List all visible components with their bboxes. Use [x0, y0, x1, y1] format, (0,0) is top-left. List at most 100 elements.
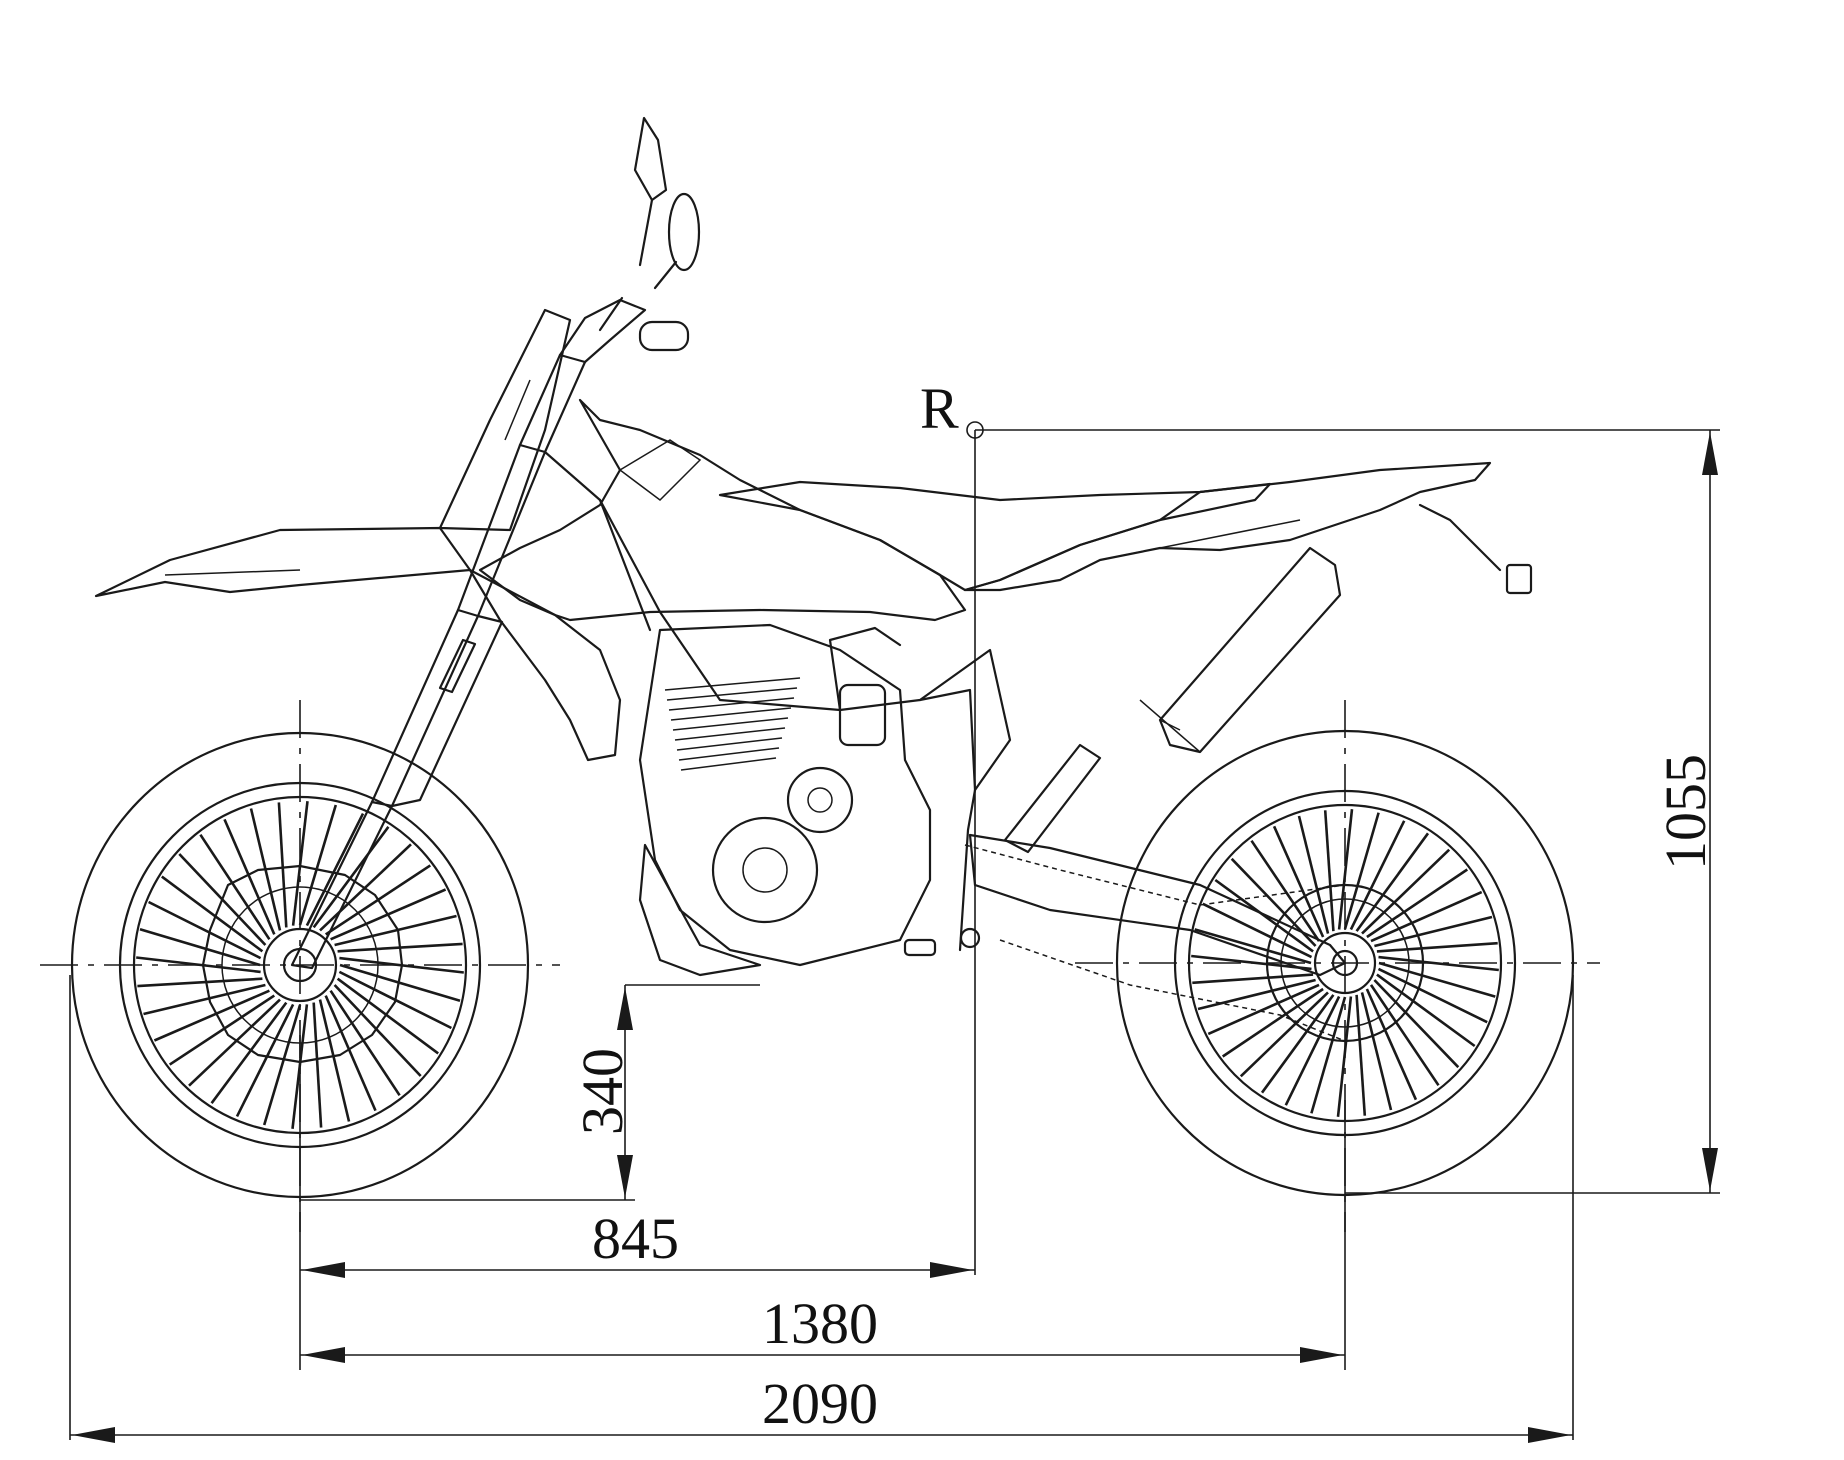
spoke [305, 813, 365, 927]
spoke [210, 1001, 288, 1104]
front-fender [94, 526, 472, 598]
spoke [334, 914, 457, 947]
spoke [1260, 994, 1335, 1094]
cylinder-fin [666, 687, 798, 701]
spoke [1310, 996, 1347, 1114]
spoke [143, 983, 266, 1016]
tail-light [1418, 503, 1533, 595]
reference-point-label: R [920, 376, 959, 441]
spoke [161, 875, 264, 953]
overall-height-value: 1055 [1653, 754, 1718, 870]
spoke [312, 1002, 323, 1128]
seat [718, 480, 1272, 592]
frame [543, 450, 1012, 952]
cylinder-fin [670, 707, 792, 721]
spoke [1369, 984, 1440, 1087]
wheelbase-value: 1380 [762, 1291, 878, 1356]
spoke [324, 995, 377, 1112]
rear-shock [1003, 743, 1102, 854]
wheelbase-dimension: 1380 [300, 1291, 1345, 1363]
spoke [1378, 961, 1496, 998]
cylinder-fin [664, 677, 801, 691]
rear-axle-centerline [1075, 700, 1600, 1232]
overall-length-dimension: 2090 [70, 1371, 1573, 1443]
side-shroud [468, 568, 622, 762]
spoke [168, 994, 276, 1066]
spoke [235, 1003, 295, 1117]
spoke [1355, 994, 1367, 1116]
spoke [262, 1004, 302, 1126]
spoke [1376, 941, 1498, 953]
spoke [148, 900, 262, 960]
rear-fender [963, 461, 1492, 592]
spoke [1202, 902, 1313, 959]
seat-height-dimension: 845 [300, 1206, 975, 1278]
spoke [1370, 890, 1483, 943]
spoke [1378, 955, 1499, 972]
spoke [1250, 839, 1321, 942]
spoke [139, 927, 261, 967]
spoke [1365, 988, 1418, 1101]
cylinder-fins [664, 677, 801, 771]
cylinder-fin [680, 757, 777, 771]
spoke [1323, 810, 1335, 932]
spoke [1337, 809, 1354, 930]
cylinder-fin [674, 727, 786, 741]
spoke [329, 989, 401, 1097]
spoke [277, 802, 288, 928]
skid-plate [638, 843, 762, 977]
seat-height-value: 845 [592, 1206, 679, 1271]
spoke [137, 977, 263, 988]
ground-clearance-value: 340 [570, 1048, 635, 1135]
spoke [1239, 991, 1329, 1078]
spoke [1343, 812, 1380, 930]
spoke [1366, 868, 1469, 939]
spoke [1374, 915, 1493, 948]
spoke [298, 804, 338, 926]
spoke [1221, 987, 1324, 1058]
reference-point: R [920, 376, 1720, 1275]
footpeg [903, 938, 937, 957]
engine [638, 623, 932, 967]
ground-clearance-dimension: 340 [570, 985, 635, 1200]
drive-chain [964, 844, 1346, 1042]
spoke [312, 826, 390, 929]
spoke [188, 998, 281, 1087]
overall-height-dimension: 1055 [1653, 430, 1718, 1193]
overall-length-value: 2090 [762, 1371, 878, 1436]
spoke [1272, 825, 1325, 938]
cylinder-fin [668, 697, 795, 711]
spoke [1192, 973, 1314, 985]
spoke [336, 977, 439, 1055]
swingarm [959, 833, 1347, 977]
fuel-tank [478, 398, 967, 622]
spoke [333, 984, 422, 1077]
spoke [318, 999, 351, 1122]
front-axle-centerline [40, 700, 560, 1232]
cylinder-fin [672, 717, 789, 731]
spoke [1194, 928, 1312, 965]
front-number-plate [438, 308, 572, 532]
mirror [633, 116, 701, 290]
spoke [199, 833, 271, 941]
spoke [1207, 983, 1320, 1036]
spoke [1297, 815, 1330, 934]
spoke [153, 989, 270, 1042]
handlebar [558, 296, 690, 364]
spoke [1197, 978, 1316, 1011]
spoke [1360, 992, 1393, 1111]
spoke [1349, 820, 1406, 931]
spoke [339, 963, 461, 1003]
spoke [1361, 848, 1451, 935]
spoke [1376, 973, 1476, 1048]
front-fork [290, 353, 587, 970]
spoke [1373, 979, 1460, 1069]
cylinder-fin [678, 747, 780, 761]
exhaust-muffler [1139, 546, 1342, 754]
spoke [223, 818, 276, 935]
spoke [1355, 832, 1430, 932]
extension-lines [69, 975, 1720, 1440]
cylinder-fin [676, 737, 783, 751]
spoke [1284, 995, 1341, 1106]
